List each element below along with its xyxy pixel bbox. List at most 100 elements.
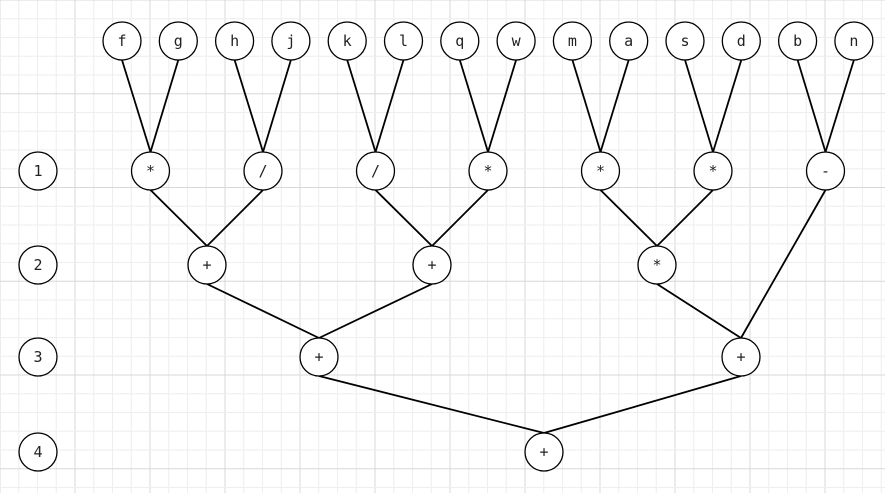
tree-edge	[318, 375, 545, 434]
tree-edge	[374, 189, 433, 247]
tree-edge	[656, 189, 714, 247]
leaf-node-label: s	[680, 32, 689, 50]
operator-node: /	[243, 151, 283, 191]
leaf-node-label: w	[512, 32, 522, 50]
tree-edge	[796, 59, 827, 153]
operator-node: *	[637, 245, 677, 285]
operator-node: *	[693, 151, 733, 191]
leaf-node-circle	[327, 21, 367, 61]
leaf-node-label: h	[230, 32, 239, 50]
tree-edge	[571, 59, 602, 153]
operator-node-circle	[243, 151, 283, 191]
leaf-node: a	[609, 21, 649, 61]
operator-node-circle	[355, 151, 396, 191]
root-node-label: +	[539, 443, 548, 461]
level-indicator-label: 4	[33, 443, 42, 461]
leaf-node: s	[665, 21, 705, 61]
operator-node: *	[130, 151, 171, 191]
leaf-node-circle	[777, 21, 818, 61]
tree-edge	[346, 59, 377, 153]
level-indicator-circle	[18, 337, 58, 377]
operator-node-circle	[299, 337, 339, 377]
operator-node-circle	[580, 151, 621, 191]
tree-edge	[149, 59, 180, 153]
level-indicator-label: 3	[33, 348, 42, 366]
tree-edge	[431, 189, 489, 247]
level-indicator-circle	[18, 432, 58, 472]
operator-node-label: +	[202, 256, 211, 274]
leaf-node-circle	[834, 21, 874, 61]
tree-edge	[824, 59, 855, 153]
tree-edge	[684, 59, 714, 153]
leaf-node-label: k	[343, 32, 352, 50]
operator-node-label: +	[314, 348, 323, 366]
leaf-node-circle	[383, 21, 424, 61]
level-indicator: 1	[18, 151, 58, 191]
operator-node-label: /	[371, 162, 380, 180]
level-labels: 1 2 3 4	[18, 151, 58, 472]
leaf-node-label: g	[174, 32, 183, 50]
leaf-node: b	[777, 21, 818, 61]
operator-node-label: +	[736, 348, 745, 366]
leaf-node: w	[496, 21, 536, 61]
operator-node-circle	[805, 151, 846, 191]
leaf-node-circle	[214, 21, 255, 61]
leaf-node: k	[327, 21, 367, 61]
tree-edge	[740, 189, 827, 339]
leaf-node: d	[721, 21, 761, 61]
operator-node-circle	[412, 245, 452, 285]
operator-node-label: +	[427, 256, 436, 274]
leaf-node: m	[552, 21, 593, 61]
tree-edge	[262, 59, 292, 153]
leaf-node-circle	[552, 21, 593, 61]
operator-node-circle	[693, 151, 733, 191]
leaf-node-circle	[158, 21, 198, 61]
root-node-circle	[524, 432, 564, 472]
operator-node: *	[468, 151, 508, 191]
operator-node-label: /	[258, 162, 267, 180]
operator-node-circle	[130, 151, 171, 191]
tree-edge	[374, 59, 405, 153]
tree-edge	[487, 59, 517, 153]
leaf-node: f	[102, 21, 142, 61]
operator-node: +	[412, 245, 452, 285]
level-indicator-circle	[18, 151, 58, 191]
leaf-node-label: l	[399, 32, 408, 50]
tree-edge	[599, 189, 658, 247]
operator-node: +	[721, 337, 761, 377]
leaf-node: q	[440, 21, 480, 61]
operator-node-circle	[468, 151, 508, 191]
operator-node: /	[355, 151, 396, 191]
tree-edge	[121, 59, 152, 153]
level-indicator: 2	[18, 245, 58, 285]
operator-node-label: *	[146, 162, 155, 180]
operator-node-label: *	[708, 162, 717, 180]
tree-edge	[543, 375, 742, 434]
leaf-node-circle	[721, 21, 761, 61]
tree-edge	[206, 189, 264, 247]
tree-edge	[149, 189, 208, 247]
leaf-node-circle	[271, 21, 311, 61]
tree-edge	[206, 283, 320, 339]
leaf-node: l	[383, 21, 424, 61]
level-indicator: 4	[18, 432, 58, 472]
leaf-node: j	[271, 21, 311, 61]
tree-edge	[318, 283, 433, 339]
operator-node-label: -	[821, 162, 830, 180]
operator-node-circle	[721, 337, 761, 377]
leaf-node: h	[214, 21, 255, 61]
leaf-node-circle	[440, 21, 480, 61]
leaf-node-label: q	[455, 32, 464, 50]
level-indicator: 3	[18, 337, 58, 377]
leaf-node-label: n	[849, 32, 858, 50]
leaf-node-circle	[496, 21, 536, 61]
leaf-node-circle	[102, 21, 142, 61]
leaf-node-label: d	[737, 32, 746, 50]
root-node: +	[524, 432, 564, 472]
operator-node-circle	[187, 245, 227, 285]
operator-node: -	[805, 151, 846, 191]
leaf-node-label: m	[568, 32, 577, 50]
